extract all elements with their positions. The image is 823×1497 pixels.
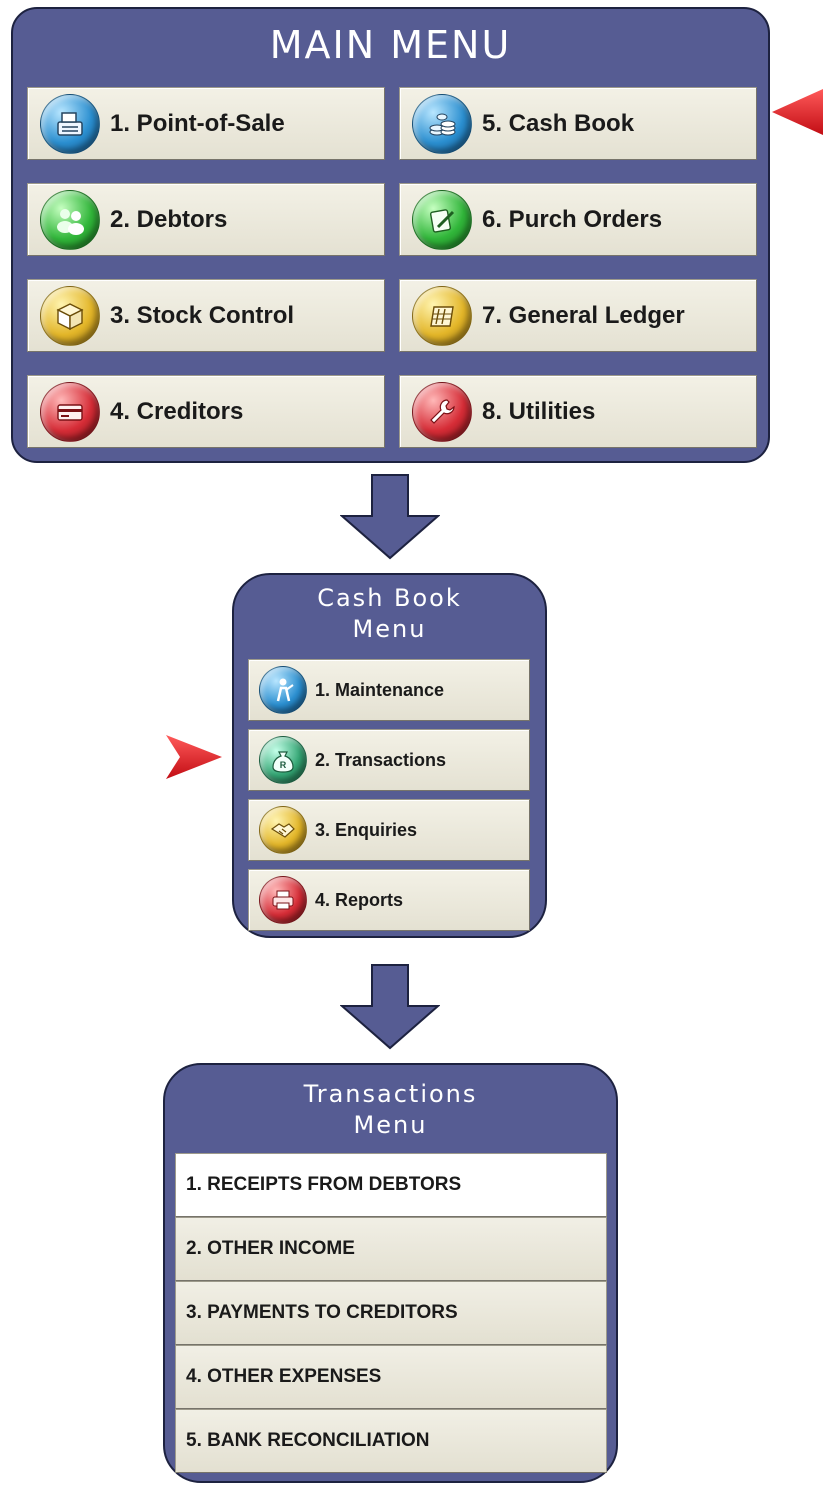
stock-control-label: 3. Stock Control bbox=[110, 301, 295, 329]
credit-card-icon bbox=[40, 381, 100, 442]
debtors-label: 2. Debtors bbox=[110, 205, 228, 233]
other-income-item[interactable]: 2. OTHER INCOME bbox=[175, 1217, 607, 1281]
purch-orders-label: 6. Purch Orders bbox=[482, 205, 663, 233]
payments-to-creditors-item[interactable]: 3. PAYMENTS TO CREDITORS bbox=[175, 1281, 607, 1345]
transactions-label: 2. Transactions bbox=[315, 749, 447, 770]
coins-icon bbox=[412, 93, 472, 154]
payments-to-creditors-label: 3. PAYMENTS TO CREDITORS bbox=[186, 1302, 458, 1323]
cash-book-menu-panel: Cash Book Menu 1. Maintenance R 2. Trans… bbox=[232, 573, 547, 938]
people-icon bbox=[40, 189, 100, 250]
point-of-sale-label: 1. Point-of-Sale bbox=[110, 109, 285, 137]
cash-register-icon bbox=[40, 93, 100, 154]
worker-icon bbox=[259, 666, 307, 714]
transactions-menu-title: Transactions Menu bbox=[165, 1079, 616, 1141]
selection-pointer-arrow-transactions bbox=[166, 735, 222, 779]
enquiries-label: 3. Enquiries bbox=[315, 819, 418, 840]
flow-down-arrow-2 bbox=[340, 964, 440, 1050]
printer-icon bbox=[259, 876, 307, 924]
utilities-button[interactable]: 8. Utilities bbox=[399, 375, 757, 448]
creditors-label: 4. Creditors bbox=[110, 397, 244, 425]
creditors-button[interactable]: 4. Creditors bbox=[27, 375, 385, 448]
receipts-from-debtors-label: 1. RECEIPTS FROM DEBTORS bbox=[186, 1174, 462, 1195]
ledger-icon bbox=[412, 285, 472, 346]
svg-text:R: R bbox=[280, 760, 287, 770]
main-menu-panel: MAIN MENU 1. Point-of-Sale 2. Debtors 3.… bbox=[11, 7, 770, 463]
general-ledger-button[interactable]: 7. General Ledger bbox=[399, 279, 757, 352]
general-ledger-label: 7. General Ledger bbox=[482, 301, 685, 329]
handshake-icon bbox=[259, 806, 307, 854]
bank-reconciliation-item[interactable]: 5. BANK RECONCILIATION bbox=[175, 1409, 607, 1473]
receipts-from-debtors-item[interactable]: 1. RECEIPTS FROM DEBTORS bbox=[175, 1153, 607, 1217]
reports-button[interactable]: 4. Reports bbox=[248, 869, 530, 931]
other-expenses-label: 4. OTHER EXPENSES bbox=[186, 1366, 382, 1387]
transactions-menu-title-line1: Transactions bbox=[303, 1080, 478, 1108]
cash-book-button[interactable]: 5. Cash Book bbox=[399, 87, 757, 160]
cash-book-menu-title-line2: Menu bbox=[352, 615, 427, 643]
enquiries-button[interactable]: 3. Enquiries bbox=[248, 799, 530, 861]
bank-reconciliation-label: 5. BANK RECONCILIATION bbox=[186, 1430, 430, 1451]
maintenance-button[interactable]: 1. Maintenance bbox=[248, 659, 530, 721]
cash-book-menu-title: Cash Book Menu bbox=[234, 583, 545, 645]
debtors-button[interactable]: 2. Debtors bbox=[27, 183, 385, 256]
other-income-label: 2. OTHER INCOME bbox=[186, 1238, 355, 1259]
main-menu-title: MAIN MENU bbox=[269, 23, 512, 67]
box-icon bbox=[40, 285, 100, 346]
flow-down-arrow-1 bbox=[340, 474, 440, 560]
other-expenses-item[interactable]: 4. OTHER EXPENSES bbox=[175, 1345, 607, 1409]
transactions-menu-title-line2: Menu bbox=[353, 1111, 428, 1139]
stock-control-button[interactable]: 3. Stock Control bbox=[27, 279, 385, 352]
cash-book-menu-title-line1: Cash Book bbox=[317, 584, 462, 612]
maintenance-label: 1. Maintenance bbox=[315, 679, 445, 700]
notepad-pen-icon bbox=[412, 189, 472, 250]
selection-pointer-arrow-cash-book bbox=[772, 89, 823, 135]
wrench-icon bbox=[412, 381, 472, 442]
reports-label: 4. Reports bbox=[315, 889, 404, 910]
transactions-menu-panel: Transactions Menu 1. RECEIPTS FROM DEBTO… bbox=[163, 1063, 618, 1483]
cash-book-label: 5. Cash Book bbox=[482, 109, 635, 137]
utilities-label: 8. Utilities bbox=[482, 397, 596, 425]
point-of-sale-button[interactable]: 1. Point-of-Sale bbox=[27, 87, 385, 160]
transactions-button[interactable]: R 2. Transactions bbox=[248, 729, 530, 791]
money-bag-icon: R bbox=[259, 736, 307, 784]
purch-orders-button[interactable]: 6. Purch Orders bbox=[399, 183, 757, 256]
